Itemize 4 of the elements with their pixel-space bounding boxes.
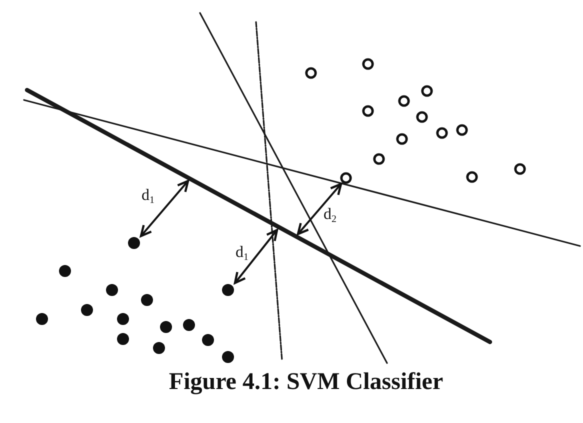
- distance-label: d$_{1}$: [236, 245, 248, 263]
- distance-label: d$_{1}$: [142, 188, 154, 206]
- figure-caption: Figure 4.1: SVM Classifier: [168, 369, 444, 397]
- distance-label: d$_{2}$: [324, 207, 336, 225]
